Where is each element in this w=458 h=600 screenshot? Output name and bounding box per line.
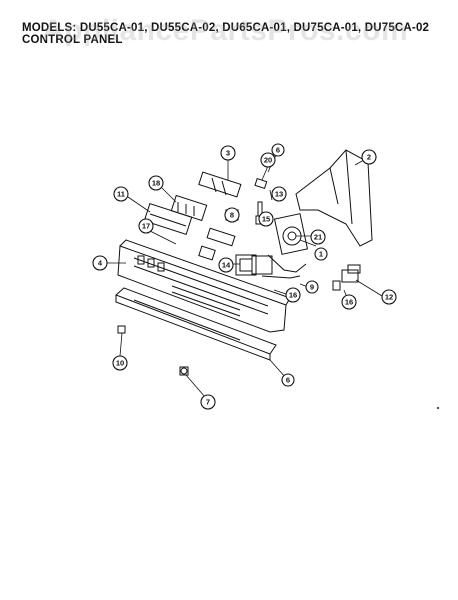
- callout-3: 3: [220, 145, 236, 161]
- svg-text:9: 9: [310, 283, 314, 292]
- svg-text:17: 17: [142, 222, 150, 231]
- callout-2: 2: [361, 149, 377, 165]
- callout-16-right: 16: [341, 294, 357, 310]
- callout-7: 7: [200, 394, 216, 410]
- svg-text:2: 2: [367, 153, 371, 162]
- callout-20: 20: [260, 152, 276, 168]
- svg-text:12: 12: [385, 293, 393, 302]
- callout-17: 17: [138, 218, 154, 234]
- callout-13: 13: [271, 186, 287, 202]
- callout-18: 18: [148, 175, 164, 191]
- svg-text:20: 20: [264, 156, 272, 165]
- svg-text:13: 13: [275, 190, 283, 199]
- callout-21: 21: [310, 229, 326, 245]
- svg-text:6: 6: [276, 146, 280, 155]
- svg-text:11: 11: [117, 190, 125, 199]
- svg-text:4: 4: [98, 259, 103, 268]
- console-trim-part: [115, 287, 277, 361]
- callout-4: 4: [92, 255, 108, 271]
- callout-12: 12: [381, 289, 397, 305]
- callout-16-center: 16: [285, 287, 301, 303]
- svg-text:1: 1: [319, 250, 323, 259]
- svg-text:16: 16: [345, 298, 353, 307]
- svg-text:18: 18: [152, 179, 160, 188]
- callout-15: 15: [258, 211, 274, 227]
- control-panel-part: [117, 239, 291, 333]
- callout-14: 14: [218, 257, 234, 273]
- callout-11: 11: [113, 186, 129, 202]
- callout-8: 8: [224, 207, 240, 223]
- callout-9: 9: [305, 280, 319, 294]
- leader-lines: [106, 154, 383, 398]
- callout-10: 10: [112, 355, 128, 371]
- svg-text:14: 14: [222, 261, 231, 270]
- svg-text:10: 10: [116, 359, 124, 368]
- diagram-title: MODELS: DU55CA-01, DU55CA-02, DU65CA-01,…: [22, 22, 430, 34]
- svg-text:6: 6: [286, 376, 290, 385]
- svg-text:7: 7: [206, 398, 210, 407]
- svg-text:8: 8: [230, 211, 234, 220]
- callout-6-lower: 6: [281, 373, 295, 387]
- diagram-subtitle: CONTROL PANEL: [22, 34, 123, 46]
- callout-1: 1: [314, 247, 328, 261]
- svg-text:16: 16: [289, 291, 297, 300]
- small-parts: [117, 149, 439, 409]
- callout-6-upper: 6: [271, 143, 285, 157]
- svg-text:3: 3: [226, 149, 230, 158]
- svg-text:15: 15: [262, 215, 270, 224]
- svg-text:21: 21: [314, 233, 322, 242]
